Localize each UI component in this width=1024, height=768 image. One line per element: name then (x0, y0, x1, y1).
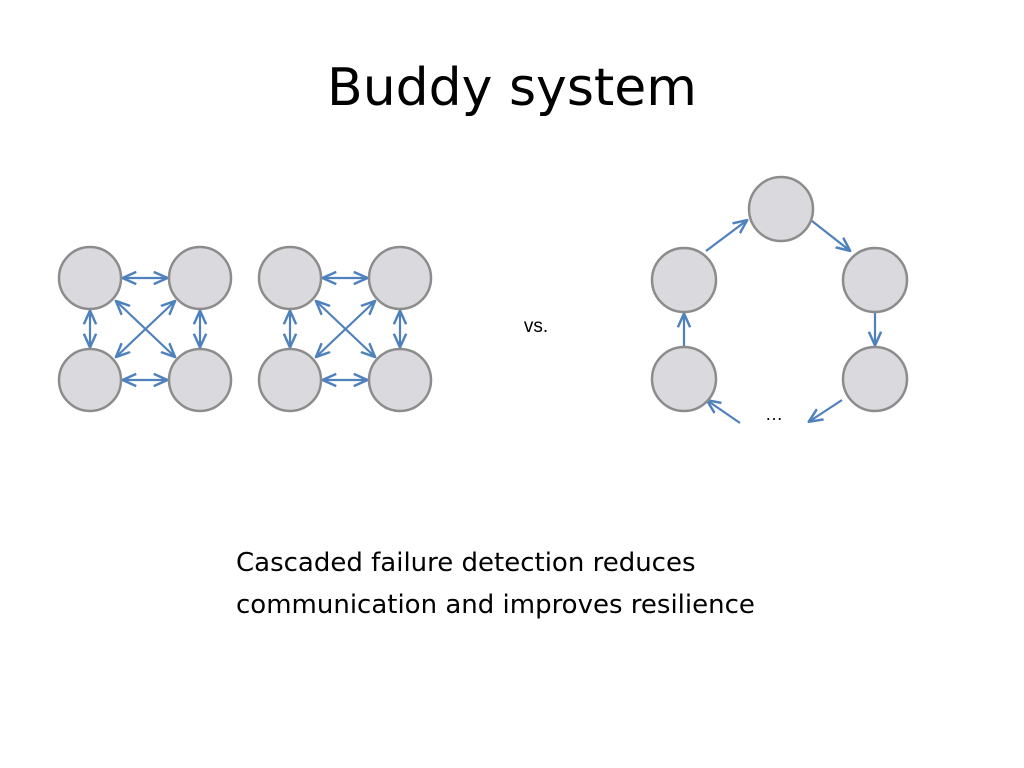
node-bottom-left (257, 347, 323, 413)
ring-node-lower-left (650, 345, 718, 413)
node-bottom-right (367, 347, 433, 413)
edge-ellipsis-to-lower-left (708, 401, 741, 424)
ring-node-top (747, 175, 815, 243)
edge-upper-left-to-top (705, 221, 746, 252)
ring-group: … (650, 175, 909, 424)
edge-lower-right-to-ellipsis (810, 399, 843, 421)
slide-title: Buddy system (327, 58, 697, 118)
node-top-left (257, 245, 323, 311)
ring-node-upper-left (650, 246, 718, 314)
ring-node-upper-right (841, 246, 909, 314)
node-top-right (367, 245, 433, 311)
buddy-group-1 (57, 245, 233, 413)
edge-top-to-upper-right (811, 220, 849, 250)
caption: Cascaded failure detection reduces commu… (236, 542, 876, 626)
caption-line-1: Cascaded failure detection reduces (236, 548, 696, 578)
buddy-group-2 (257, 245, 433, 413)
ring-node-lower-right (841, 345, 909, 413)
node-bottom-right (167, 347, 233, 413)
edge-diagonal-up (117, 302, 174, 356)
node-bottom-left (57, 347, 123, 413)
node-top-left (57, 245, 123, 311)
caption-line-2: communication and improves resilience (236, 590, 755, 620)
edge-diagonal-up (317, 302, 374, 356)
ring-ellipsis: … (765, 404, 783, 424)
vs-label: vs. (524, 316, 548, 337)
node-top-right (167, 245, 233, 311)
